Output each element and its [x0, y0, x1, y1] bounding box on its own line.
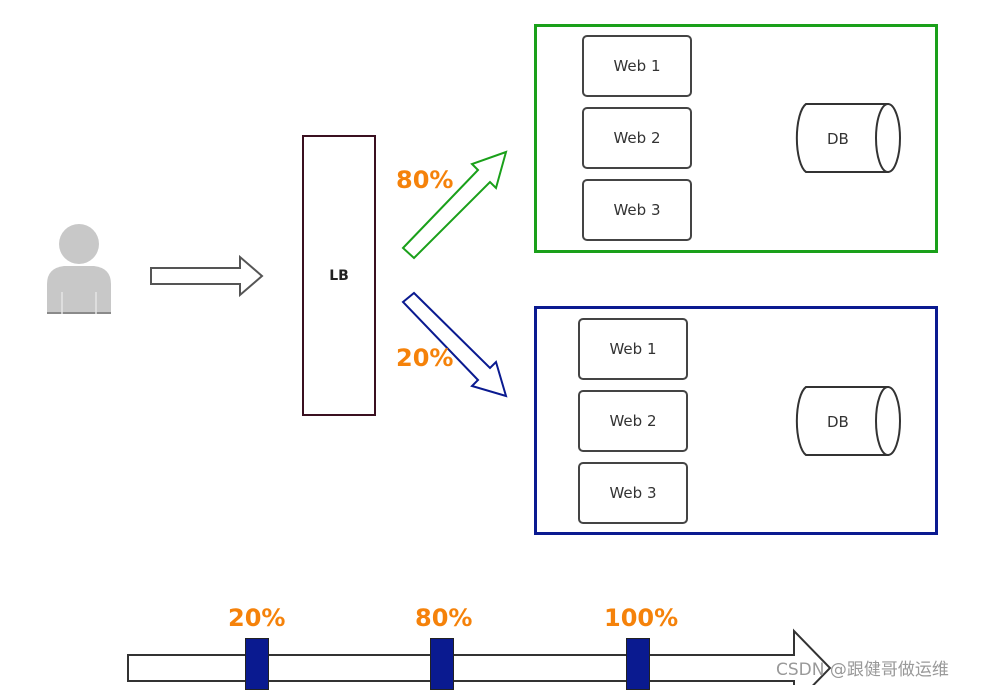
timeline-label-20: 20%: [228, 604, 286, 632]
route-percent-blue: 20%: [396, 344, 454, 372]
web-server-blue-1: Web 1: [578, 318, 688, 380]
load-balancer-label: LB: [329, 267, 349, 284]
database-label-blue: DB: [827, 413, 849, 431]
database-icon-blue: [795, 386, 901, 456]
route-arrow-green: [401, 150, 508, 260]
route-percent-green: 80%: [396, 166, 454, 194]
timeline-label-80: 80%: [415, 604, 473, 632]
web-server-green-2: Web 2: [582, 107, 692, 169]
timeline-marker-20: [245, 638, 269, 690]
route-arrow-blue: [401, 291, 508, 398]
rollout-timeline-arrow: [127, 628, 832, 685]
timeline-marker-100: [626, 638, 650, 690]
web-server-blue-3: Web 3: [578, 462, 688, 524]
user-icon: [47, 224, 111, 314]
web-server-green-1: Web 1: [582, 35, 692, 97]
timeline-label-100: 100%: [604, 604, 679, 632]
database-icon-green: [795, 103, 901, 173]
timeline-marker-80: [430, 638, 454, 690]
watermark-text: CSDN @跟健哥做运维: [776, 660, 949, 680]
database-label-green: DB: [827, 130, 849, 148]
web-server-blue-2: Web 2: [578, 390, 688, 452]
web-server-green-3: Web 3: [582, 179, 692, 241]
load-balancer-box: LB: [302, 135, 376, 416]
client-to-lb-arrow: [150, 254, 264, 298]
